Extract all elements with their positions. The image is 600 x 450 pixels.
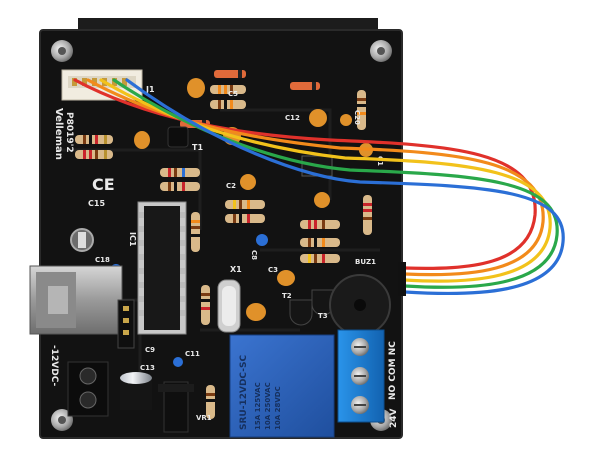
resistors <box>75 85 372 419</box>
power-terminal <box>67 361 109 417</box>
x1-label: X1 <box>230 265 242 274</box>
c11-blue-capacitor <box>173 357 183 367</box>
relay-rating-3: 10A 28VDC <box>274 386 282 430</box>
buz1-label: BUZ1 <box>355 258 376 266</box>
wire-loom <box>73 78 565 296</box>
ic1-chip <box>137 201 187 335</box>
usb-connector <box>29 265 123 335</box>
c5-label: C5 <box>228 90 238 98</box>
power-label: -12VDC- <box>49 345 59 387</box>
c15-label: C15 <box>88 199 105 208</box>
c2-label: C2 <box>226 182 236 190</box>
vr1-label: VR1 <box>196 414 212 422</box>
terminal-label: NO COM NC <box>388 341 398 400</box>
c12-label: C12 <box>285 114 300 122</box>
wire-orange <box>86 78 545 277</box>
x1-crystal <box>217 279 241 333</box>
c1-label: C1 <box>376 156 384 166</box>
model-text: P8019'2 <box>64 112 74 153</box>
brand-text: Velleman <box>53 108 64 160</box>
relay-screw-terminal <box>337 329 385 423</box>
buzzer <box>329 274 391 336</box>
relay: SRU-12VDC-SC 15A 125VAC 10A 250VAC 10A 2… <box>229 334 335 438</box>
wire-yellow <box>99 78 552 283</box>
ic1-label: IC1 <box>128 232 137 247</box>
t3-label: T3 <box>318 312 328 320</box>
relay-model-text: SRU-12VDC-SC <box>239 355 249 430</box>
t1-label: T1 <box>192 143 203 152</box>
c9-label: C9 <box>145 346 155 354</box>
j1-label: J1 <box>145 85 155 94</box>
header-pins <box>117 299 135 349</box>
silkscreen: Velleman P8019'2 CE J1 T1 C15 C18 IC1 X1… <box>49 85 399 428</box>
c20-label: C20 <box>353 110 361 125</box>
t1-transistor <box>167 126 189 148</box>
c8-blue-capacitor <box>256 234 268 246</box>
ce-mark: CE <box>92 175 115 194</box>
voltage-regulator <box>158 381 194 433</box>
relay-rating-2: 10A 250VAC <box>264 382 272 430</box>
transistors <box>289 289 335 326</box>
c18-label: C18 <box>95 256 110 264</box>
electrolytic-capacitor <box>120 372 152 410</box>
wire-plug <box>398 262 406 296</box>
vr1-trimmer <box>70 228 94 252</box>
c8-label: C8 <box>250 250 258 260</box>
t2-label: T2 <box>282 292 292 300</box>
wire-blue <box>125 78 565 296</box>
c11-label: C11 <box>185 350 200 358</box>
c13-label: C13 <box>140 364 155 372</box>
volt-label: 24V <box>389 408 399 428</box>
relay-rating-1: 15A 125VAC <box>254 382 262 430</box>
wire-green <box>112 78 559 289</box>
c3-label: C3 <box>268 266 278 274</box>
